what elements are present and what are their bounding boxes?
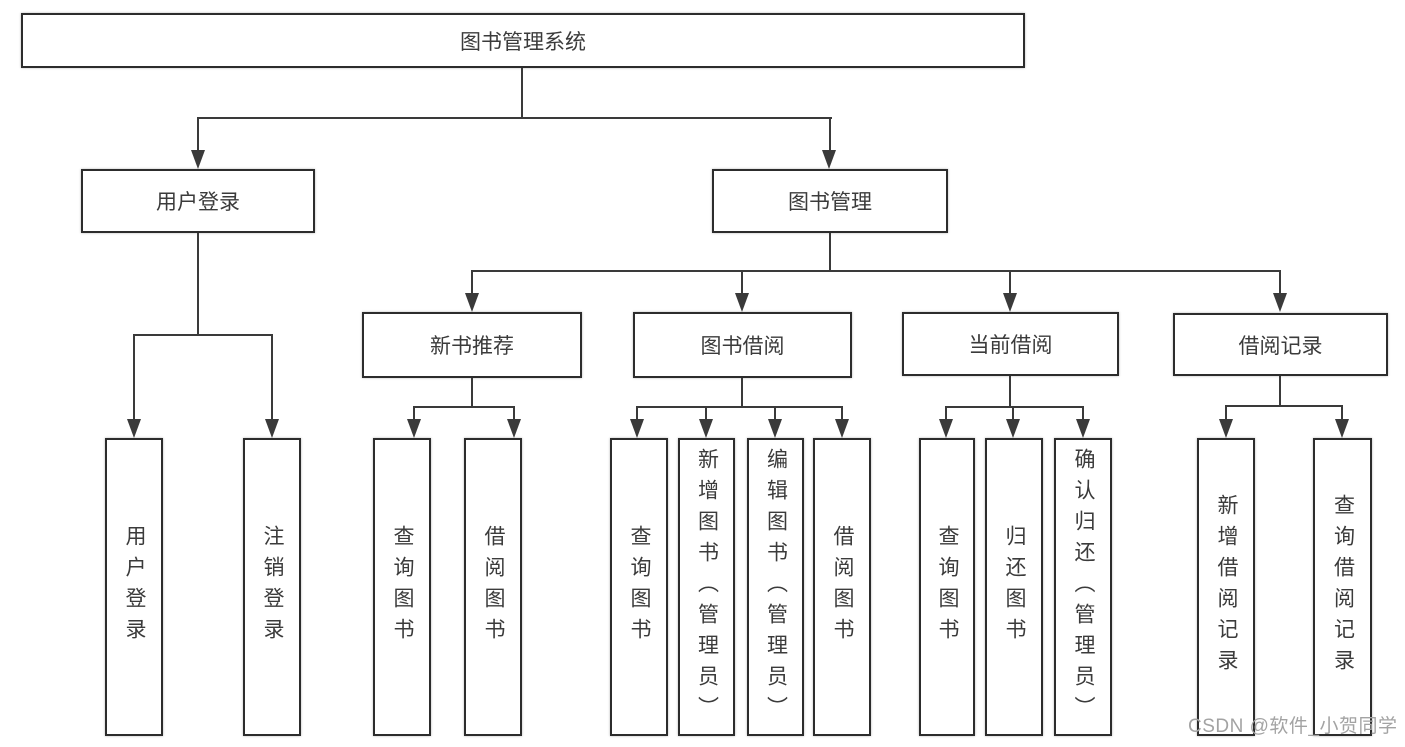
csdn-watermark: CSDN @软件_小贺同学: [1188, 716, 1398, 737]
leaf-add-books-admin-label: 新增图书（管理员）: [695, 447, 719, 727]
edge-drop-leaf-login: [133, 334, 135, 422]
node-current-borrowing-label: 当前借阅: [968, 334, 1053, 357]
leaf-user-login-label: 用户登录: [123, 525, 147, 649]
leaf-add-borrow-record: 新增借阅记录: [1197, 438, 1255, 736]
edge-current-bar: [945, 406, 1084, 408]
edge-book-mgmt-bar: [471, 270, 1281, 272]
node-book-borrowing-label: 图书借阅: [700, 335, 785, 358]
edge-user-login-stem: [197, 233, 199, 336]
edge-book-mgmt-stem: [829, 233, 831, 272]
edge-drop-book-borrow: [741, 270, 743, 296]
edge-drop-bb-query: [636, 406, 638, 422]
leaf-recommend-query-books-label: 查询图书: [391, 525, 415, 649]
node-user-login-label: 用户登录: [156, 191, 240, 214]
edge-drop-rec-borrow: [513, 406, 515, 422]
leaf-user-login: 用户登录: [105, 438, 163, 736]
edge-records-stem: [1279, 376, 1281, 407]
leaf-return-books: 归还图书: [985, 438, 1043, 736]
arrowhead-cb-query: [939, 419, 953, 438]
leaf-query-borrow-record: 查询借阅记录: [1313, 438, 1372, 736]
edge-drop-bb-borrow: [841, 406, 843, 422]
edge-user-login-bar: [133, 334, 273, 336]
arrowhead-bb-borrow: [835, 419, 849, 438]
leaf-confirm-return-admin-label: 确认归还（管理员）: [1072, 447, 1096, 727]
arrowhead-leaf-login: [127, 419, 141, 438]
edge-drop-rec-query-record: [1341, 405, 1343, 422]
node-book-management: 图书管理: [712, 169, 948, 233]
leaf-borrowing-query-books-label: 查询图书: [628, 525, 652, 649]
node-root: 图书管理系统: [21, 13, 1025, 68]
edge-drop-bb-add: [705, 406, 707, 422]
arrowhead-book-mgmt: [822, 150, 836, 169]
leaf-return-books-label: 归还图书: [1003, 525, 1027, 649]
node-borrowing-records: 借阅记录: [1173, 313, 1388, 376]
arrowhead-new-rec: [465, 293, 479, 312]
arrowhead-cb-confirm: [1076, 419, 1090, 438]
arrowhead-rec-add-record: [1219, 419, 1233, 438]
arrowhead-bb-add: [699, 419, 713, 438]
node-current-borrowing: 当前借阅: [902, 312, 1119, 376]
edge-new-rec-stem: [471, 378, 473, 408]
edge-root-bar: [197, 117, 832, 119]
edge-drop-current-borrow: [1009, 270, 1011, 296]
arrowhead-bb-edit: [768, 419, 782, 438]
leaf-logout: 注销登录: [243, 438, 301, 736]
edge-drop-cb-return: [1012, 406, 1014, 422]
arrowhead-rec-borrow: [507, 419, 521, 438]
leaf-confirm-return-admin: 确认归还（管理员）: [1054, 438, 1112, 736]
arrowhead-leaf-logout: [265, 419, 279, 438]
leaf-recommend-query-books: 查询图书: [373, 438, 431, 736]
leaf-recommend-borrow-books-label: 借阅图书: [482, 525, 506, 649]
edge-new-rec-bar: [413, 406, 515, 408]
leaf-recommend-borrow-books: 借阅图书: [464, 438, 522, 736]
leaf-borrow-books: 借阅图书: [813, 438, 871, 736]
leaf-current-query-books: 查询图书: [919, 438, 975, 736]
node-user-login: 用户登录: [81, 169, 315, 233]
edge-drop-book-mgmt: [829, 117, 831, 153]
node-borrowing-records-label: 借阅记录: [1238, 334, 1323, 358]
edge-drop-borrow-records: [1279, 270, 1281, 296]
arrowhead-cb-return: [1006, 419, 1020, 438]
node-book-management-label: 图书管理: [788, 191, 872, 214]
edge-current-stem: [1009, 376, 1011, 408]
arrowhead-borrow-records: [1273, 293, 1287, 312]
edge-drop-bb-edit: [774, 406, 776, 422]
arrowhead-user-login: [191, 150, 205, 169]
leaf-borrow-books-label: 借阅图书: [831, 525, 855, 649]
leaf-edit-books-admin: 编辑图书（管理员）: [747, 438, 804, 736]
node-new-book-recommendation-label: 新书推荐: [430, 335, 514, 358]
node-new-book-recommendation: 新书推荐: [362, 312, 582, 378]
leaf-add-borrow-record-label: 新增借阅记录: [1215, 494, 1239, 680]
leaf-query-borrow-record-label: 查询借阅记录: [1331, 494, 1355, 680]
edge-drop-rec-query: [413, 406, 415, 422]
edge-drop-new-rec: [471, 270, 473, 296]
leaf-borrowing-query-books: 查询图书: [610, 438, 668, 736]
edge-drop-cb-query: [945, 406, 947, 422]
arrowhead-book-borrow: [735, 293, 749, 312]
leaf-logout-label: 注销登录: [261, 525, 285, 649]
edge-book-borrow-stem: [741, 378, 743, 408]
leaf-edit-books-admin-label: 编辑图书（管理员）: [764, 447, 788, 727]
arrowhead-current-borrow: [1003, 293, 1017, 312]
edge-records-bar: [1225, 405, 1343, 407]
edge-root-stem: [521, 68, 523, 118]
arrowhead-bb-query: [630, 419, 644, 438]
leaf-add-books-admin: 新增图书（管理员）: [678, 438, 735, 736]
leaf-current-query-books-label: 查询图书: [936, 525, 960, 649]
edge-drop-rec-add-record: [1225, 405, 1227, 422]
arrowhead-rec-query-record: [1335, 419, 1349, 438]
edge-drop-cb-confirm: [1082, 406, 1084, 422]
edge-drop-user-login: [197, 117, 199, 153]
arrowhead-rec-query: [407, 419, 421, 438]
node-book-borrowing: 图书借阅: [633, 312, 852, 378]
node-root-label: 图书管理系统: [460, 30, 586, 54]
edge-book-borrow-bar: [636, 406, 843, 408]
edge-drop-leaf-logout: [271, 334, 273, 422]
